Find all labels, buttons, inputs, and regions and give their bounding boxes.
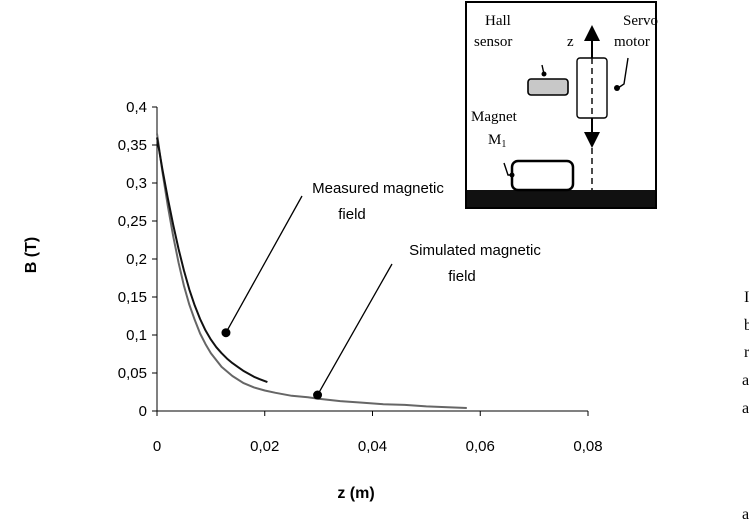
series-line: [156, 137, 268, 384]
inset-hall-label-2: sensor: [474, 34, 512, 50]
series-line: [156, 133, 467, 409]
y-tick-label: 0,35: [118, 137, 147, 154]
x-tick-label: 0: [153, 438, 161, 455]
x-axis-ticks: 0 0,02 0,04 0,06 0,08: [153, 411, 603, 455]
cropped-letter-6: a: [742, 506, 749, 522]
annotation-label: field: [448, 268, 476, 285]
annotation-leader-line: [316, 263, 393, 396]
magnet-dot: [509, 172, 515, 178]
inset-magnet-letter: M: [488, 132, 501, 148]
x-tick-label: 0,06: [466, 438, 495, 455]
hall-sensor-body: [527, 78, 569, 96]
cropped-letter-4: a: [742, 372, 749, 389]
y-axis-title: B (T): [23, 237, 40, 273]
annotation-point: [313, 390, 323, 400]
cropped-letter-5: a: [742, 400, 749, 417]
annotation-label: Simulated magnetic: [409, 242, 541, 259]
cropped-letter-1: I: [744, 289, 749, 306]
y-tick-label: 0,3: [126, 175, 147, 192]
servo-motor-lead: [617, 57, 629, 89]
y-tick-label: 0,4: [126, 99, 147, 116]
x-axis-title: z (m): [337, 485, 374, 502]
inset-magnet-label-1: Magnet: [471, 109, 518, 125]
y-tick-label: 0,25: [118, 213, 147, 230]
series-layer: [156, 133, 467, 409]
inset-magnet-label-2: M1: [488, 132, 506, 150]
annotation-label: Measured magnetic: [312, 180, 444, 197]
inset-hall-label-1: Hall: [485, 13, 511, 29]
x-tick-label: 0,02: [250, 438, 279, 455]
magnet-body: [510, 159, 575, 192]
servo-motor-dot: [614, 85, 620, 91]
cropped-letter-3: r: [744, 344, 749, 361]
setup-inset-diagram: Hall sensor Servo motor z Magnet M1: [465, 1, 658, 209]
x-tick-label: 0,04: [358, 438, 387, 455]
y-tick-label: 0,1: [126, 327, 147, 344]
hall-sensor-dot: [541, 71, 547, 77]
inset-magnet-subscript: 1: [501, 139, 506, 150]
x-tick-label: 0,08: [573, 438, 602, 455]
y-tick-label: 0: [139, 403, 147, 420]
y-tick-label: 0,05: [118, 365, 147, 382]
inset-servo-label-1: Servo: [623, 13, 658, 29]
annotation-point: [221, 328, 231, 338]
y-tick-label: 0,2: [126, 251, 147, 268]
cropped-letter-2: b: [744, 317, 749, 334]
inset-floor: [467, 190, 655, 207]
inset-z-label: z: [567, 34, 574, 50]
y-tick-label: 0,15: [118, 289, 147, 306]
cropped-page-text: I b r a a a: [742, 289, 749, 522]
annotation-leader-line: [225, 195, 303, 334]
annotation-label: field: [338, 206, 366, 223]
inset-servo-label-2: motor: [614, 34, 650, 50]
y-axis-ticks: 0 0,05 0,1 0,15 0,2 0,25 0,3 0,35 0,4: [118, 99, 157, 420]
